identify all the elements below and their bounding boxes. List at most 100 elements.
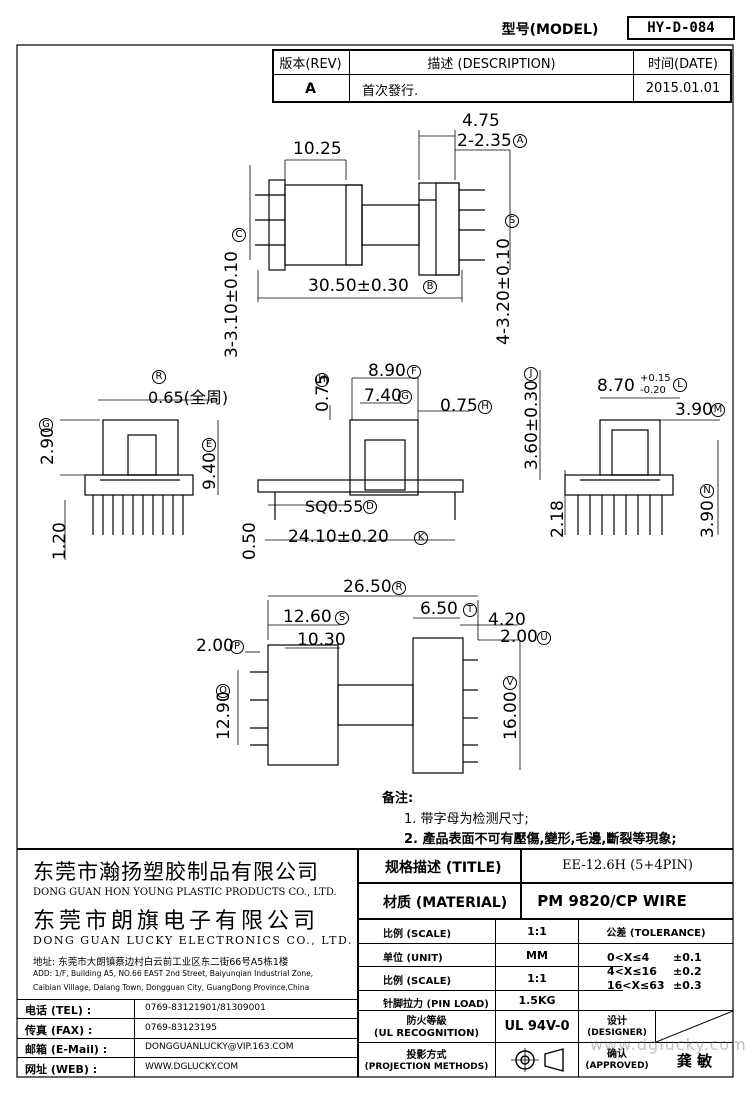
dim-marker-m: M [711,403,725,417]
dim-065: 0.65(全周) [148,388,229,407]
dim-2410: 24.10±0.20 [288,527,389,547]
dim-marker-h: H [315,373,329,387]
spec-projection-label1: 投影方式 [406,1049,447,1061]
dim-marker-o: O [216,684,230,698]
desc-value: 首次發行. [362,84,419,99]
revision-table-vline1 [349,49,350,103]
dim-390a: 3.90 [675,400,713,420]
front-view-center [257,370,541,541]
dim-050: 0.50 [240,522,260,560]
dim-3310: 3-3.10±0.10 [222,251,242,358]
dim-475: 4.75 [462,111,500,131]
desc-label: 描述 (DESCRIPTION) [427,56,556,72]
spec-hline7 [357,1042,733,1043]
contact-label-web: 网址 (WEB) : [25,1063,98,1076]
spec-material-label: 材质 (MATERIAL) [383,895,508,911]
spec-tol3-range: 16<X≤63 [607,979,665,992]
spec-fire-label1: 防火等級 [406,1015,447,1027]
dim-1600: 16.00 [501,691,521,740]
dim-1030: 10.30 [297,630,346,650]
company-name2-en: DONG GUAN LUCKY ELECTRONICS CO., LTD. [33,934,353,947]
spec-tolerance-header: 公差 (TOLERANCE) [606,928,706,939]
contact-hline3 [17,1057,357,1058]
spec-approved-label2: (APPROVED) [585,1061,649,1071]
model-value-box [627,16,735,40]
dim-marker-h2: H [478,400,492,414]
dim-marker-c: C [232,228,246,242]
revision-table [272,49,732,103]
dim-1260: 12.60 [283,607,332,627]
front-view-left [60,399,219,560]
revision-table-hline [272,74,732,75]
rev-value: A [305,80,316,97]
rev-label: 版本(REV) [279,56,342,72]
contact-value-fax: 0769-83123195 [145,1023,217,1033]
front-view-right [564,397,720,535]
dim-marker-g: G [39,418,53,432]
spec-vline4 [655,1010,656,1042]
dim-marker-v: V [503,676,517,690]
spec-scale-label: 比例 (SCALE) [383,929,452,940]
spec-hline3 [357,943,733,944]
dim-marker-n: N [700,484,714,498]
revision-table-vline2 [633,49,634,103]
spec-hline1 [357,882,733,884]
spec-tol1-range: 0<X≤4 [607,951,650,964]
dim-120: 1.20 [50,522,70,560]
notes-title: 备注: [382,791,414,806]
spec-hline4 [357,966,623,967]
spec-projection-label2: (PROJECTION METHODS) [364,1062,489,1072]
spec-scale-value: 1:1 [527,925,547,938]
dim-marker-j: J [524,367,538,381]
company-name1-en: DONG GUAN HON YOUNG PLASTIC PRODUCTS CO.… [33,887,337,898]
watermark: www.dglucky.com [590,1035,747,1054]
dim-420: 4.20 [488,610,526,630]
dim-2235: 2-2.35 [457,131,512,151]
dim-marker-r: R [152,370,166,384]
spec-title-value: EE-12.6H (5+4PIN) [562,858,693,873]
company-address-en2: Caibian Village, Dalang Town, Dongguan C… [33,983,310,992]
spec-designer-label1: 设计 [607,1015,627,1027]
dim-marker-f: F [407,365,421,379]
spec-title-label: 规格描述 (TITLE) [385,860,502,876]
dim-marker-b: B [423,280,437,294]
dim-marker-g2: G [398,390,412,404]
company-name2-cn: 东莞市朗旗电子有限公司 [33,909,320,934]
spec-approved-label1: 确认 [607,1048,627,1060]
dim-940: 9.40 [200,452,220,490]
dim-870: 8.70 [597,376,635,396]
dim-marker-u: U [537,631,551,645]
contact-value-email: DONGGUANLUCKY@VIP.163.COM [145,1042,294,1052]
spec-scale2-label: 比例 (SCALE) [383,976,452,987]
spec-material-value: PM 9820/CP WIRE [537,892,687,910]
designer-signature-slash [656,1011,733,1042]
company-address-cn: 地址: 东莞市大朗镇蔡边村白云前工业区东二街66号A5栋1楼 [33,957,289,968]
top-view [249,130,511,302]
spec-tol2-range: 4<X≤16 [607,965,657,978]
dim-3050: 30.50±0.30 [308,276,409,296]
dim-marker-s: S [505,214,519,228]
title-block-frame [17,848,733,1077]
contact-value-tel: 0769-83121901/81309001 [145,1003,266,1013]
dim-360: 3.60±0.30 [522,380,542,470]
contact-label-fax: 传真 (FAX) : [25,1024,93,1037]
dim-1290: 12.90 [214,691,234,740]
spec-designer-label2: (DESIGNER) [587,1028,647,1038]
dim-200a: 2.00 [196,636,234,656]
contact-label-email: 邮箱 (E-Mail) : [25,1043,108,1056]
model-label: 型号(MODEL) [501,22,599,38]
contact-value-web: WWW.DGLUCKY.COM [145,1062,239,1072]
contact-hline2 [17,1038,357,1039]
dim-4320: 4-3.20±0.10 [494,238,514,345]
spec-scale2-value: 1:1 [527,972,547,985]
dim-390b: 3.90 [698,500,718,538]
contact-label-tel: 电话 (TEL) : [25,1004,92,1017]
spec-fire-value: UL 94V-0 [504,1019,570,1034]
dim-marker-e: E [202,438,216,452]
contact-table [17,999,357,1078]
spec-vline1 [520,848,522,918]
dim-1025: 10.25 [293,139,342,159]
dim-marker-l: L [673,378,687,392]
spec-vline3 [578,918,579,1077]
